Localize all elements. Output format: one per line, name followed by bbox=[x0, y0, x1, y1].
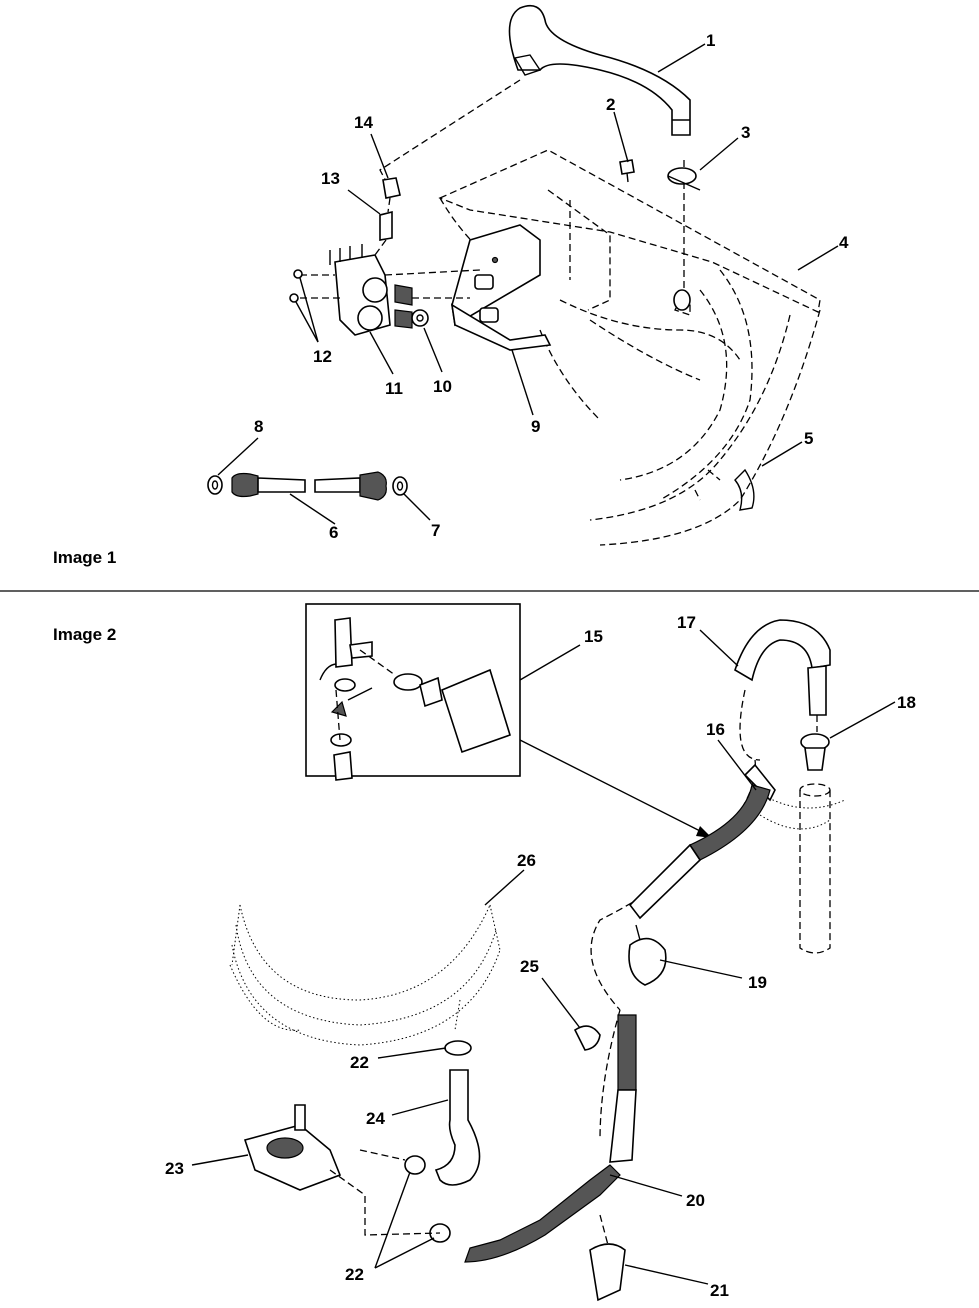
callout-16: 16 bbox=[706, 720, 725, 739]
callout-11: 11 bbox=[385, 379, 403, 398]
image-2-assembly bbox=[191, 603, 896, 1302]
clip-part-25 bbox=[573, 1025, 601, 1051]
callout-5: 5 bbox=[804, 429, 813, 448]
clamp-part-3 bbox=[667, 167, 701, 311]
leader-lines-image-2 bbox=[191, 629, 896, 1285]
hose-holder-part-21 bbox=[589, 1214, 626, 1302]
callout-7: 7 bbox=[431, 521, 440, 540]
callout-4: 4 bbox=[839, 233, 849, 252]
drain-kit-inset-part-15 bbox=[305, 603, 521, 781]
callout-21: 21 bbox=[710, 1281, 729, 1300]
callout-19: 19 bbox=[748, 973, 767, 992]
washer-part-10 bbox=[411, 309, 429, 327]
callout-24: 24 bbox=[366, 1109, 385, 1128]
callout-22-bottom: 22 bbox=[345, 1265, 364, 1284]
image-1-caption: Image 1 bbox=[53, 548, 116, 567]
clamp-part-22-mid bbox=[404, 1155, 426, 1175]
callout-10: 10 bbox=[433, 377, 452, 396]
callout-8: 8 bbox=[254, 417, 263, 436]
callout-13: 13 bbox=[321, 169, 340, 188]
fill-hose-part-1 bbox=[508, 4, 691, 136]
callout-25: 25 bbox=[520, 957, 539, 976]
pump-hose-part-24 bbox=[434, 1069, 481, 1186]
callout-15: 15 bbox=[584, 627, 603, 646]
callout-2: 2 bbox=[606, 95, 615, 114]
callout-23: 23 bbox=[165, 1159, 184, 1178]
bracket-part-9 bbox=[450, 224, 552, 351]
inlet-hose-part-6 bbox=[231, 471, 387, 501]
filter-part-13 bbox=[379, 210, 393, 241]
screws-part-12 bbox=[289, 269, 303, 303]
tub-outline bbox=[438, 149, 821, 546]
washer-part-7 bbox=[392, 476, 408, 496]
inset-arrow bbox=[519, 739, 712, 838]
water-valve-part-11 bbox=[329, 244, 413, 336]
callout-3: 3 bbox=[741, 123, 750, 142]
drain-hose bbox=[464, 759, 776, 1263]
elbow-part-14 bbox=[374, 177, 401, 256]
callout-9: 9 bbox=[531, 417, 540, 436]
drain-hook-part-17 bbox=[734, 619, 831, 761]
callout-20: 20 bbox=[686, 1191, 705, 1210]
clamp-part-22-top bbox=[444, 1040, 472, 1056]
chain-part-16 bbox=[754, 789, 846, 830]
callout-1: 1 bbox=[706, 31, 715, 50]
image-2-caption: Image 2 bbox=[53, 625, 116, 644]
adapter-part-18 bbox=[800, 733, 830, 771]
screw-part-2 bbox=[619, 159, 635, 183]
hose-guide-part-19 bbox=[628, 924, 667, 986]
callout-26: 26 bbox=[517, 851, 536, 870]
callout-17: 17 bbox=[677, 613, 696, 632]
callout-14: 14 bbox=[354, 113, 373, 132]
callout-22-top: 22 bbox=[350, 1053, 369, 1072]
callout-6: 6 bbox=[329, 523, 338, 542]
leader-lines-image-1 bbox=[217, 43, 839, 525]
hose-link-line bbox=[379, 79, 521, 186]
image-1-assembly bbox=[207, 4, 839, 546]
callout-labels: 1 2 3 4 5 6 7 8 9 10 11 12 13 14 15 16 1… bbox=[165, 31, 916, 1300]
washer-part-8 bbox=[207, 475, 223, 495]
callout-12: 12 bbox=[313, 347, 332, 366]
callout-18: 18 bbox=[897, 693, 916, 712]
pump-part-23 bbox=[243, 1104, 441, 1236]
outer-tub-part-26 bbox=[229, 904, 501, 1046]
valve-link-line bbox=[384, 269, 481, 276]
standpipe bbox=[799, 783, 831, 954]
